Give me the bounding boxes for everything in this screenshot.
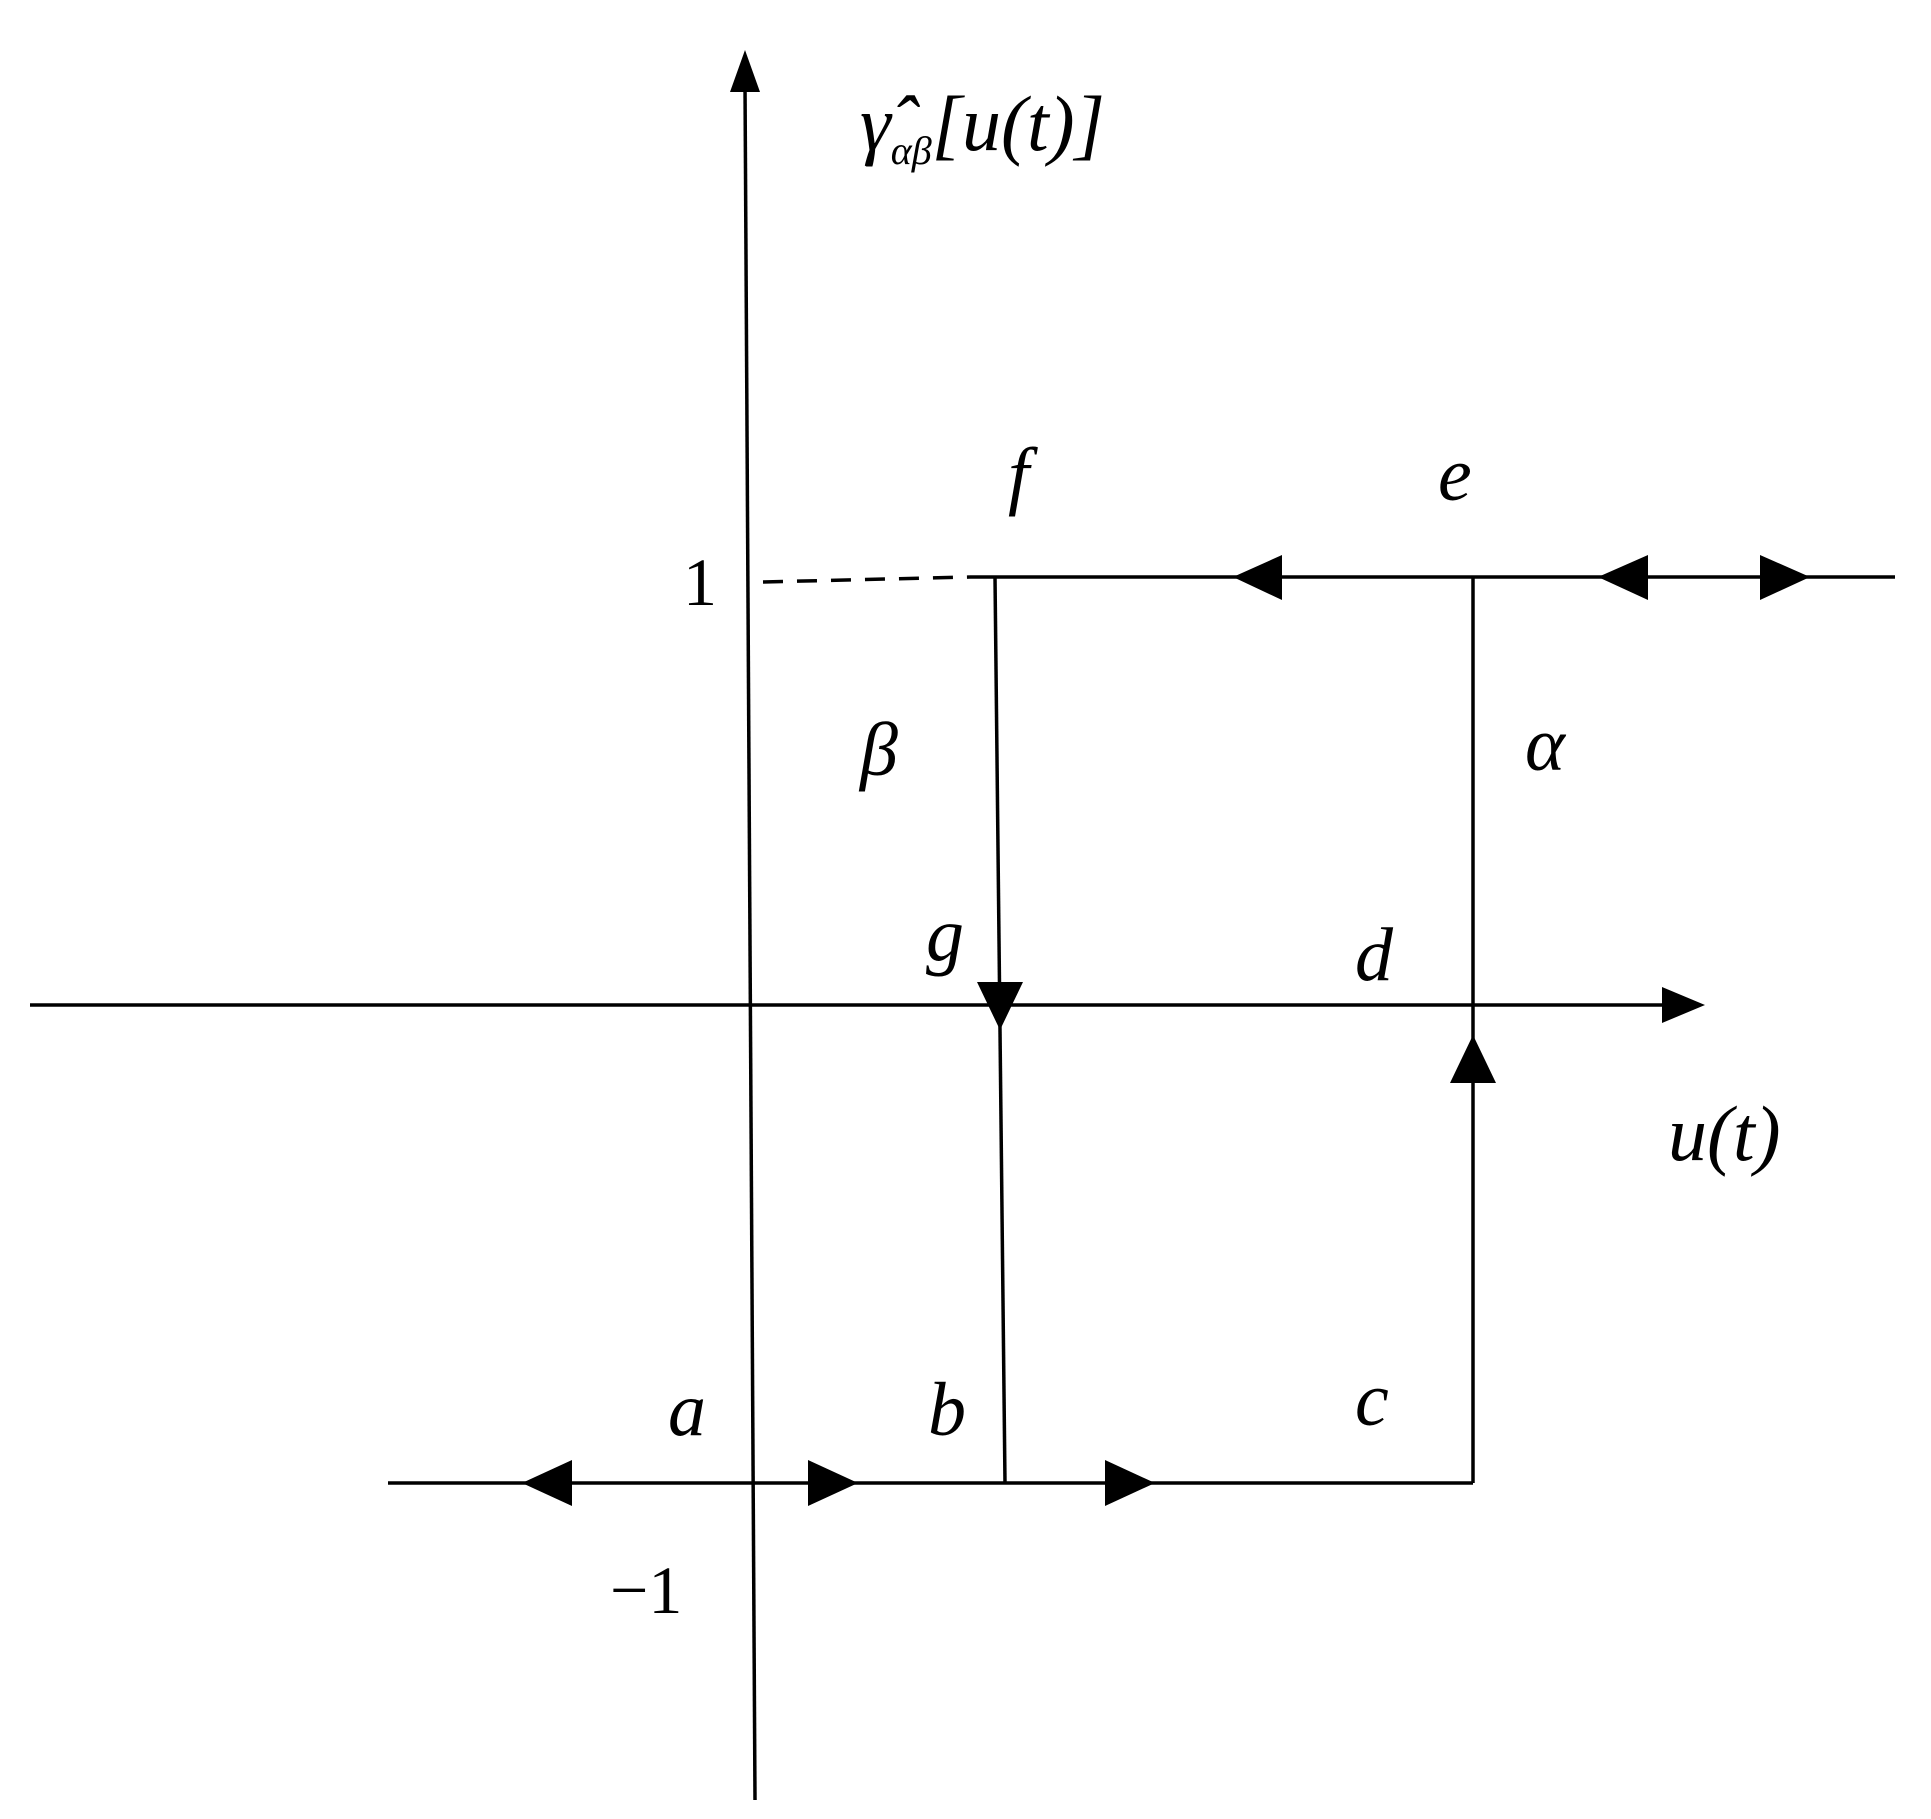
threshold-label-beta: β (858, 708, 898, 792)
y-axis-title: γ̂αβ[u(t)] (860, 80, 1105, 173)
tick-label-one: 1 (683, 544, 717, 620)
y-axis-arrow-icon (730, 50, 760, 92)
alpha-up-arrow-icon (1450, 1035, 1496, 1083)
upper-branch-left-arrow-icon-2 (1598, 555, 1648, 600)
point-label-f: f (1008, 433, 1038, 517)
y-axis-subscript: αβ (891, 128, 932, 173)
tick-label-minus-one: −1 (610, 1552, 682, 1628)
lower-branch-right-arrow-icon-2 (1105, 1460, 1155, 1506)
y-axis-line (743, 84, 757, 1801)
threshold-label-alpha: α (1525, 703, 1567, 787)
upper-level-dashed-guide (762, 575, 971, 584)
upper-branch-right-arrow-icon (1760, 555, 1810, 600)
x-axis-arrow-icon (1662, 987, 1705, 1023)
x-axis-title: u(t) (1668, 1090, 1781, 1177)
lower-branch-right-arrow-icon (808, 1460, 858, 1506)
point-label-d: d (1355, 913, 1394, 997)
beta-down-arrow-icon (977, 982, 1023, 1030)
point-label-e: e (1438, 433, 1472, 517)
y-axis-argument: [u(t)] (932, 80, 1105, 167)
upper-branch-left-arrow-icon (1233, 555, 1282, 600)
point-label-a: a (668, 1368, 706, 1452)
lower-branch-left-arrow-icon (522, 1460, 572, 1506)
point-label-g: g (926, 893, 964, 977)
point-label-b: b (928, 1368, 966, 1452)
point-label-c: c (1355, 1358, 1389, 1442)
